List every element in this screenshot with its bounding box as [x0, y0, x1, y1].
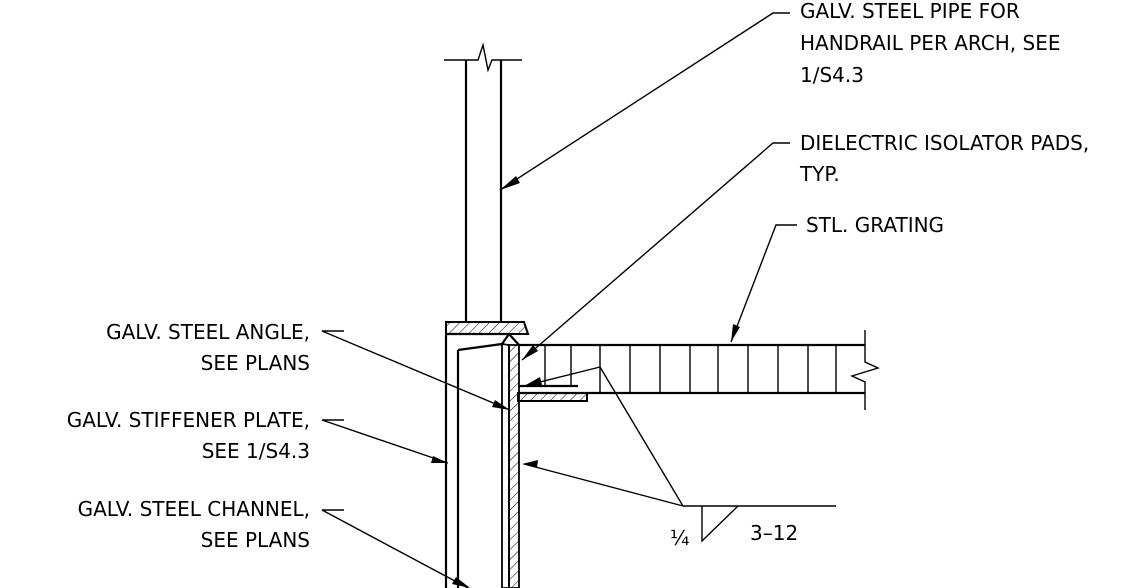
- weld-length-pitch: 3–12: [750, 521, 798, 545]
- label-stiffener-plate: GALV. STIFFENER PLATE, SEE 1/S4.3: [67, 408, 310, 463]
- label-isolator-pads: DIELECTRIC ISOLATOR PADS, TYP.: [799, 131, 1089, 186]
- label-line: HANDRAIL PER ARCH, SEE: [800, 31, 1060, 55]
- steel-angle: [445, 321, 588, 402]
- label-line: GALV. STEEL CHANNEL,: [78, 497, 310, 521]
- leader-stiffener-plate: [321, 419, 449, 464]
- weld-size: ¼: [670, 526, 689, 550]
- label-line: GALV. STIFFENER PLATE,: [67, 408, 310, 432]
- steel-grating: [519, 330, 880, 410]
- steel-channel: [444, 332, 510, 588]
- label-angle: GALV. STEEL ANGLE, SEE PLANS: [106, 320, 310, 375]
- label-channel: GALV. STEEL CHANNEL, SEE PLANS: [78, 497, 310, 552]
- stiffener-plate: [501, 333, 520, 588]
- leader-handrail-pipe: [499, 12, 790, 191]
- pipe-break-line: [444, 42, 522, 73]
- label-line: SEE PLANS: [201, 351, 310, 375]
- label-line: DIELECTRIC ISOLATOR PADS,: [800, 131, 1089, 155]
- label-line: GALV. STEEL ANGLE,: [106, 320, 310, 344]
- leader-angle: [321, 330, 511, 411]
- label-grating: STL. GRATING: [806, 213, 944, 237]
- leader-grating: [730, 224, 797, 343]
- handrail-pipe: [444, 42, 522, 322]
- grating-break-line: [850, 330, 880, 410]
- leader-isolator-pads: [521, 142, 790, 361]
- label-line: SEE 1/S4.3: [202, 439, 310, 463]
- weld-symbol: ¼ 3–12: [522, 366, 836, 550]
- label-line: GALV. STEEL PIPE FOR: [800, 0, 1020, 23]
- label-line: 1/S4.3: [800, 63, 864, 87]
- label-line: SEE PLANS: [201, 528, 310, 552]
- label-line: TYP.: [799, 162, 840, 186]
- label-handrail-pipe: GALV. STEEL PIPE FOR HANDRAIL PER ARCH, …: [800, 0, 1060, 87]
- leader-channel: [321, 509, 470, 588]
- label-line: STL. GRATING: [806, 213, 944, 237]
